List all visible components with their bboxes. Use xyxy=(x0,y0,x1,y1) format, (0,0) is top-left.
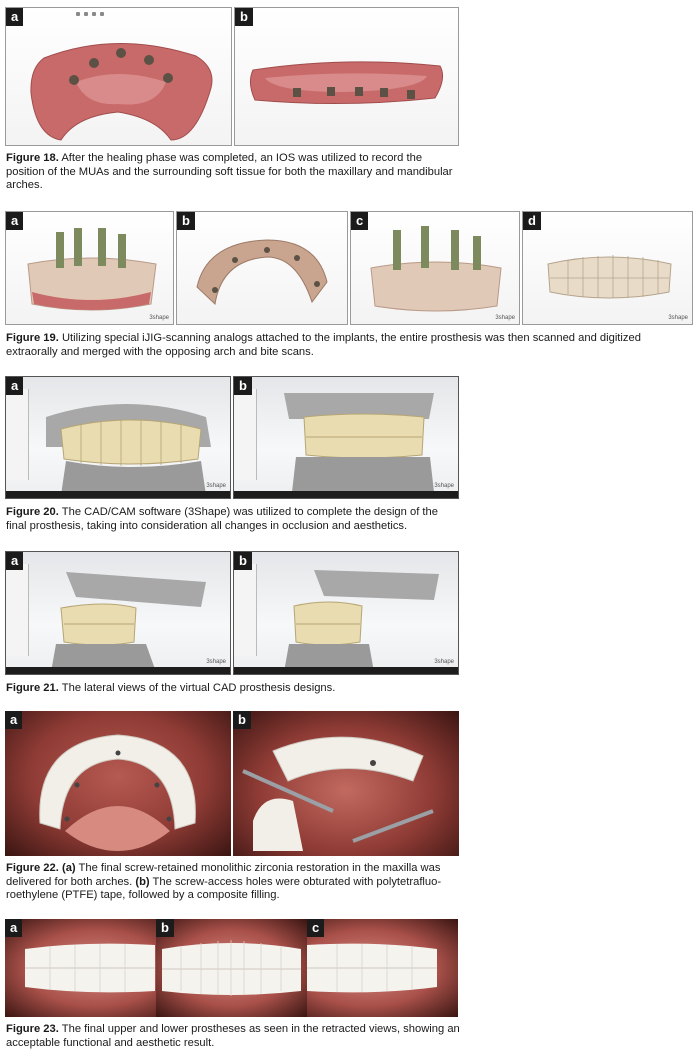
fig20-panel-a: a 3shape xyxy=(5,376,231,499)
panel-letter: c xyxy=(351,212,369,230)
panel-letter: c xyxy=(307,919,325,937)
retracted-view-front xyxy=(162,940,301,996)
screw-access-photo xyxy=(242,736,434,851)
brand-label: 3shape xyxy=(206,483,226,489)
implant-icon xyxy=(89,58,99,68)
side-panel xyxy=(234,564,257,656)
taskbar xyxy=(234,491,458,498)
fig22-caption: Figure 22. (a) The final screw-retained … xyxy=(6,862,442,902)
toolbar-icon xyxy=(100,12,104,16)
panel-letter: a xyxy=(5,711,23,729)
fig23-panel-b: b xyxy=(156,919,307,1017)
cad-design-occlusion xyxy=(284,393,434,492)
fig21-caption: Figure 21. The lateral views of the virt… xyxy=(6,682,336,694)
taskbar xyxy=(234,667,458,674)
prosthesis-scan-lateral xyxy=(370,226,502,312)
side-panel xyxy=(6,389,29,480)
panel-letter: a xyxy=(6,552,24,570)
implant-icon xyxy=(212,287,218,293)
maxillary-scan xyxy=(30,43,213,141)
taskbar xyxy=(6,491,230,498)
toolbar-icon xyxy=(84,12,88,16)
brand-label: 3shape xyxy=(434,483,454,489)
panel-letter: b xyxy=(233,711,251,729)
implant-icon xyxy=(69,75,79,85)
cad-lateral-left xyxy=(284,570,439,672)
brand-label: 3shape xyxy=(668,315,688,321)
prosthesis-scan-front xyxy=(27,228,157,311)
panel-letter: b xyxy=(156,919,174,937)
implant-icon xyxy=(232,257,238,263)
panel-letter: b xyxy=(235,8,253,26)
toolbar-icon xyxy=(92,12,96,16)
brand-label: 3shape xyxy=(434,659,454,665)
fig19-panel-d: d 3shape xyxy=(522,211,693,325)
fig19-panel-a: a 3shape xyxy=(5,211,174,325)
implant-icon xyxy=(327,87,335,96)
implant-icon xyxy=(154,782,160,788)
panel-letter: d xyxy=(523,212,541,230)
mandibular-scan xyxy=(249,61,444,105)
side-panel xyxy=(6,564,29,656)
fig23-caption: Figure 23. The final upper and lower pro… xyxy=(6,1023,460,1049)
cad-design-front xyxy=(46,404,211,495)
implant-icon xyxy=(264,247,270,253)
fig23-panel-a: a xyxy=(5,919,156,1017)
implant-icon xyxy=(294,255,300,261)
brand-label: 3shape xyxy=(206,659,226,665)
fig19-panel-b: b xyxy=(176,211,348,325)
panel-letter: b xyxy=(234,377,252,395)
implant-icon xyxy=(355,87,363,96)
panel-letter: a xyxy=(6,8,24,26)
fig23-panel-c: c xyxy=(307,919,458,1017)
fig20-caption: Figure 20. The CAD/CAM software (3Shape)… xyxy=(6,506,438,532)
panel-letter: a xyxy=(6,377,24,395)
implant-icon xyxy=(314,281,320,287)
fig18-caption: Figure 18. After the healing phase was c… xyxy=(6,152,453,192)
taskbar xyxy=(6,667,230,674)
fig22-panel-a: a xyxy=(5,711,231,856)
fig21-panel-a: a 3shape xyxy=(5,551,231,675)
brand-label: 3shape xyxy=(495,315,515,321)
implant-icon xyxy=(144,55,154,65)
fig21-panel-b: b 3shape xyxy=(233,551,459,675)
merged-bite-scan xyxy=(547,255,672,299)
toolbar xyxy=(6,8,231,20)
implant-icon xyxy=(115,750,121,756)
fig22-panel-b: b xyxy=(233,711,459,856)
panel-letter: b xyxy=(177,212,195,230)
prosthesis-scan-occlusal xyxy=(196,239,328,306)
panel-letter: b xyxy=(234,552,252,570)
fig19-panel-c: c 3shape xyxy=(350,211,520,325)
implant-icon xyxy=(64,816,70,822)
implant-icon xyxy=(370,760,376,766)
brand-label: 3shape xyxy=(149,315,169,321)
cad-lateral-right xyxy=(51,572,206,672)
implant-icon xyxy=(116,48,126,58)
panel-letter: a xyxy=(5,919,23,937)
retracted-view-right xyxy=(25,943,155,993)
implant-icon xyxy=(74,782,80,788)
fig19-caption: Figure 19. Utilizing special iJIG-scanni… xyxy=(6,332,641,358)
maxilla-restoration-photo xyxy=(39,734,196,851)
toolbar-icon xyxy=(76,12,80,16)
fig20-panel-b: b 3shape xyxy=(233,376,459,499)
side-panel xyxy=(234,389,257,480)
panel-letter: a xyxy=(6,212,24,230)
implant-icon xyxy=(166,816,172,822)
fig18-panel-a: a xyxy=(5,7,232,146)
implant-icon xyxy=(407,90,415,99)
implant-icon xyxy=(380,88,388,97)
retracted-view-left xyxy=(307,943,437,993)
fig18-panel-b: b xyxy=(234,7,459,146)
implant-icon xyxy=(293,88,301,97)
implant-icon xyxy=(163,73,173,83)
